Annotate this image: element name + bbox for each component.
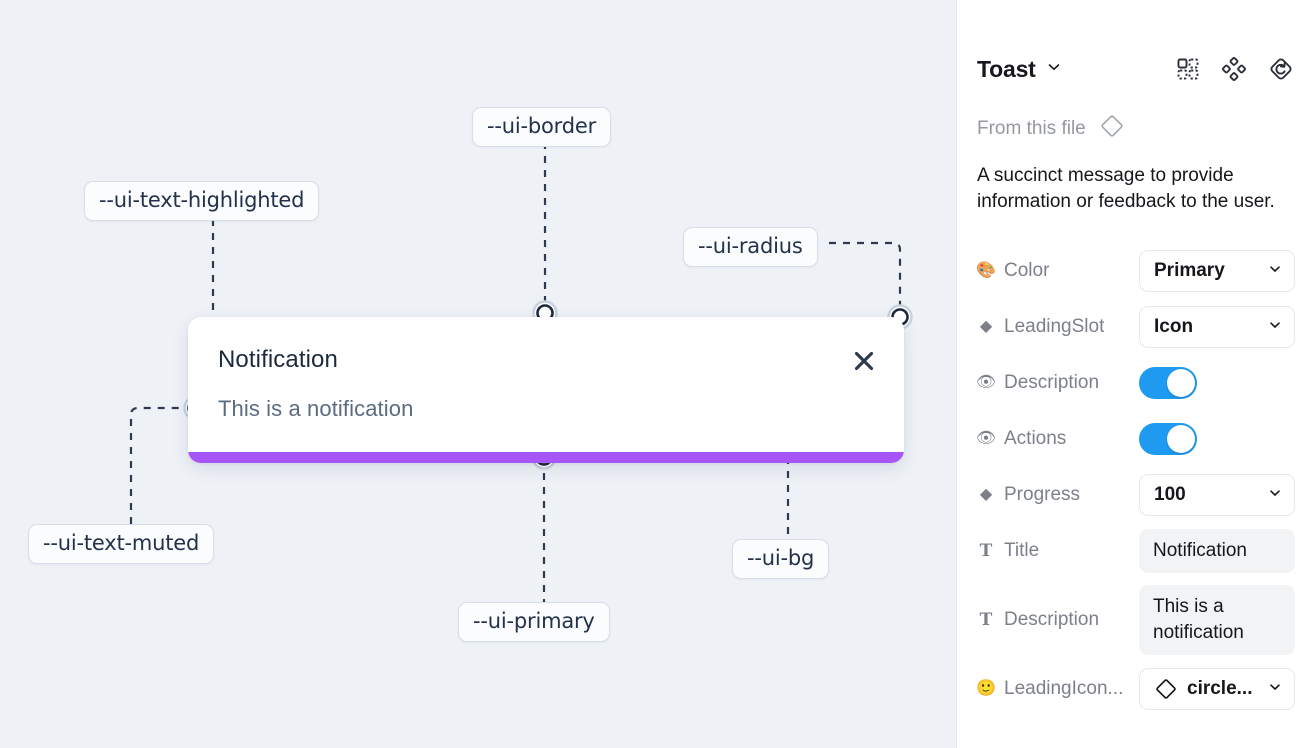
token-label-ui-bg[interactable]: --ui-bg — [732, 539, 830, 580]
panel-header-actions — [1176, 56, 1294, 82]
property-label-description: 👁 Description — [975, 372, 1100, 393]
property-label-description-text: T Description — [977, 609, 1139, 631]
chevron-down-icon — [1268, 680, 1282, 699]
toast-progress-bar — [188, 452, 904, 463]
chevron-down-icon[interactable] — [1046, 59, 1062, 80]
diamond-outline-icon — [1099, 113, 1125, 144]
toggle-knob — [1167, 369, 1195, 397]
text-type-icon: T — [979, 540, 993, 561]
page-title: Toast — [977, 56, 1036, 82]
property-row-color: 🎨 Color Primary — [957, 243, 1312, 299]
reset-instance-icon[interactable] — [1268, 56, 1294, 82]
property-label-color: 🎨 Color — [976, 260, 1050, 281]
property-rows: 🎨 Color Primary — [957, 243, 1312, 717]
component-set-icon[interactable] — [1222, 57, 1246, 81]
leadingslot-select[interactable]: Icon — [1139, 306, 1295, 348]
token-label-ui-border[interactable]: --ui-border — [472, 107, 612, 148]
property-label-title: T Title — [977, 540, 1139, 562]
token-label-ui-radius[interactable]: --ui-radius — [683, 227, 818, 268]
connector-ui-radius — [829, 241, 902, 314]
from-this-file-label: From this file — [977, 117, 1086, 139]
property-label-leadingicon: 🙂 LeadingIcon... — [976, 678, 1124, 699]
close-x-icon[interactable] — [850, 347, 878, 375]
property-row-description-text: T Description This is a notification — [957, 579, 1312, 661]
design-canvas[interactable]: Notification This is a notification --ui… — [0, 0, 956, 748]
property-label-actions: 👁 Actions — [975, 428, 1067, 449]
property-row-leadingicon: 🙂 LeadingIcon... circle... — [957, 661, 1312, 717]
eye-emoji-icon: 👁 — [975, 430, 997, 447]
palette-emoji-icon: 🎨 — [976, 262, 996, 279]
token-label-ui-text-highlighted[interactable]: --ui-text-highlighted — [84, 181, 320, 222]
toast-title: Notification — [218, 346, 338, 373]
property-row-actions-toggle: 👁 Actions — [957, 411, 1312, 467]
token-label-ui-text-muted[interactable]: --ui-text-muted — [28, 524, 215, 565]
toast-description: This is a notification — [218, 396, 414, 421]
property-row-progress: ◆ Progress 100 — [957, 467, 1312, 523]
description-field[interactable]: This is a notification — [1139, 585, 1295, 655]
property-row-description-toggle: 👁 Description — [957, 355, 1312, 411]
connector-ui-text-muted — [129, 406, 193, 524]
title-field[interactable]: Notification — [1139, 529, 1295, 573]
eye-emoji-icon: 👁 — [975, 374, 997, 391]
property-row-title: T Title Notification — [957, 523, 1312, 579]
diamond-solid-icon: ◆ — [979, 318, 993, 335]
component-description: A succinct message to provide informatio… — [977, 165, 1275, 212]
leadingicon-select[interactable]: circle... — [1139, 668, 1295, 710]
toggle-knob — [1167, 425, 1195, 453]
properties-panel: Toast — [956, 0, 1312, 748]
from-this-file-row[interactable]: From this file — [977, 113, 1125, 144]
panel-title-group[interactable]: Toast — [977, 56, 1062, 83]
color-select[interactable]: Primary — [1139, 250, 1295, 292]
description-toggle[interactable] — [1139, 367, 1197, 399]
property-label-leadingslot: ◆ LeadingSlot — [977, 316, 1139, 338]
property-row-leadingslot: ◆ LeadingSlot Icon — [957, 299, 1312, 355]
chevron-down-icon — [1268, 262, 1282, 281]
smiley-emoji-icon: 🙂 — [976, 680, 996, 697]
diamond-outline-icon — [1154, 677, 1178, 701]
text-type-icon: T — [979, 609, 993, 630]
toast-component[interactable]: Notification This is a notification — [188, 317, 904, 463]
chevron-down-icon — [1268, 486, 1282, 505]
diamond-solid-icon: ◆ — [979, 486, 993, 503]
progress-select[interactable]: 100 — [1139, 474, 1295, 516]
actions-toggle[interactable] — [1139, 423, 1197, 455]
chevron-down-icon — [1268, 318, 1282, 337]
token-label-ui-primary[interactable]: --ui-primary — [458, 602, 610, 643]
component-variants-icon[interactable] — [1176, 57, 1200, 81]
property-label-progress: ◆ Progress — [977, 484, 1139, 506]
